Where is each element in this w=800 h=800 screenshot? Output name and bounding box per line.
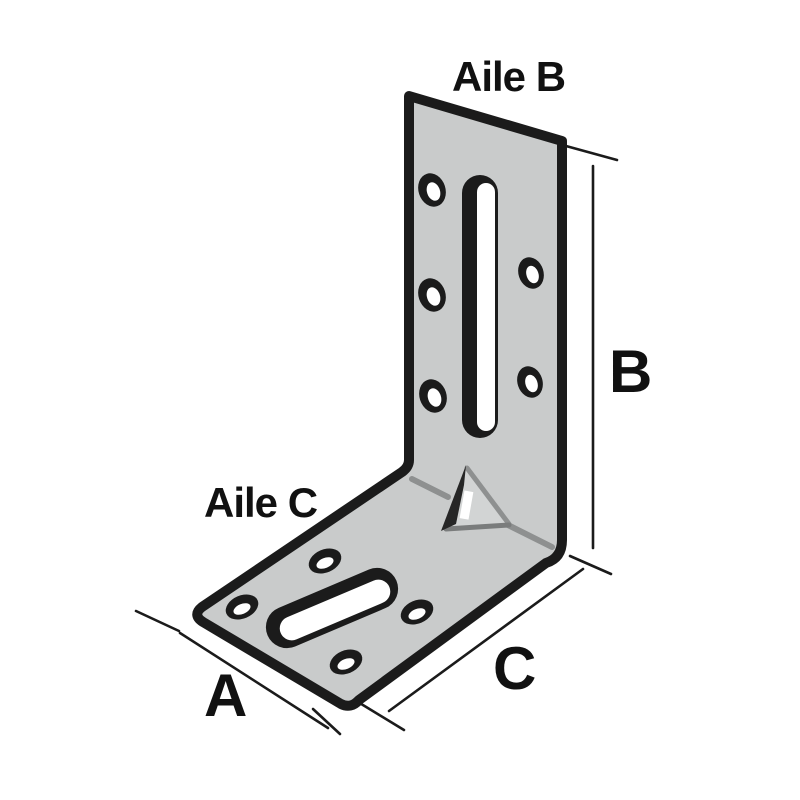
embossed-triangle — [441, 465, 512, 532]
hole — [308, 548, 342, 574]
wing-b-holes — [418, 173, 544, 413]
wing-b-label: Aile B — [452, 53, 565, 100]
hole-inner — [233, 603, 251, 615]
dim-c-line — [387, 567, 585, 713]
slot-inner — [279, 579, 391, 641]
dimension-lines — [134, 144, 619, 736]
triangle-edge-right — [464, 465, 512, 527]
wing-b-slot — [462, 175, 498, 438]
slot-inner — [477, 183, 495, 431]
wing-c-holes — [225, 548, 434, 675]
hole — [418, 278, 446, 312]
dim-a-bottom-tick — [311, 707, 342, 736]
triangle-highlight — [459, 490, 474, 520]
bend-crease-lines — [409, 476, 555, 550]
hole — [225, 594, 259, 620]
hole — [517, 366, 543, 398]
dim-b-label: B — [609, 338, 652, 405]
hole-inner — [427, 388, 442, 407]
hole-inner — [408, 608, 426, 620]
wing-c-label: Aile C — [204, 479, 318, 526]
hole-inner — [526, 265, 539, 284]
dim-c-bottom-tick — [356, 700, 406, 732]
hole-inner — [337, 658, 355, 670]
hole — [518, 257, 544, 289]
dim-a-label: A — [204, 662, 247, 729]
dim-a-line — [178, 631, 330, 730]
dim-c-label: C — [493, 635, 536, 702]
hole-inner — [426, 287, 441, 306]
bend-line-right — [501, 520, 555, 550]
hole — [400, 599, 434, 625]
bend-line-left — [409, 476, 451, 500]
wing-c-slot — [265, 567, 399, 649]
hole — [418, 173, 446, 207]
triangle-edge-bottom — [443, 522, 512, 532]
dim-a-top-tick — [134, 609, 181, 633]
hole — [329, 649, 363, 675]
hole — [419, 379, 447, 413]
dim-bc-mid-tick — [568, 554, 613, 576]
hole-inner — [426, 182, 441, 201]
dim-b-top-tick — [564, 144, 619, 162]
hole-inner — [525, 374, 538, 393]
triangle-shadow-wedge — [441, 465, 466, 531]
hole-inner — [316, 557, 334, 569]
